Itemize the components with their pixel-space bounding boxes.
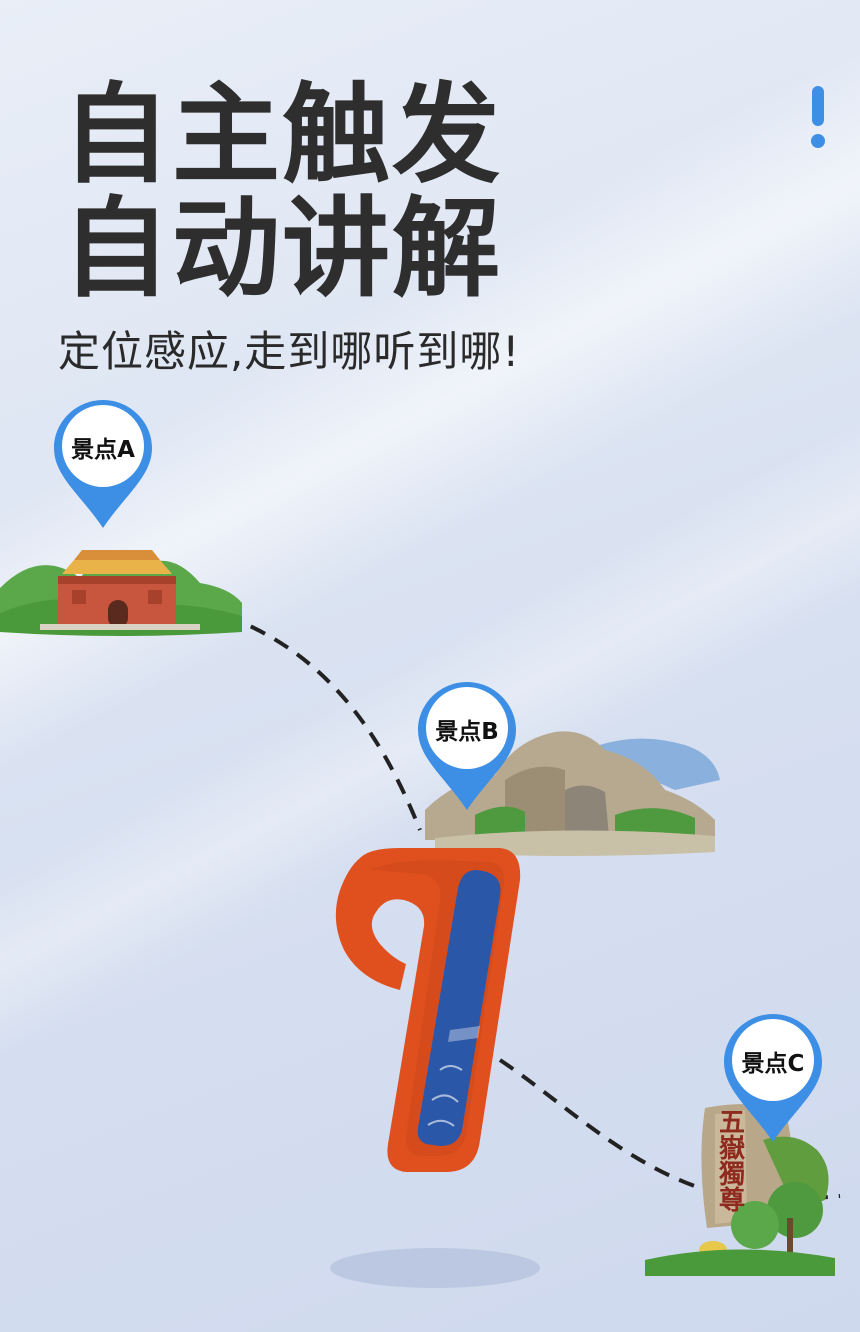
exclamation-icon [811,86,825,148]
audio-guide-device [335,848,521,1172]
headline-line-2: 自动讲解 [62,187,503,312]
stone-inscription: 五嶽獨尊 [718,1108,745,1216]
spot-c-label: 景点C [741,1051,805,1077]
location-pin-icon [724,1014,822,1142]
spot-b-label: 景点B [435,719,499,745]
spot-a-pin: 景点A [52,398,154,530]
location-pin-icon [418,682,516,810]
spot-b-scene [425,731,720,856]
spot-c-pin: 景点C [722,1012,824,1144]
location-pin-icon [54,400,152,528]
spot-a-scene [0,550,242,636]
headline-line-1: 自主触发 [62,73,503,198]
device-shadow [330,1248,540,1288]
subtitle: 定位感应,走到哪听到哪! [58,327,521,376]
spot-a-label: 景点A [71,437,135,463]
spot-b-pin: 景点B [416,680,518,812]
